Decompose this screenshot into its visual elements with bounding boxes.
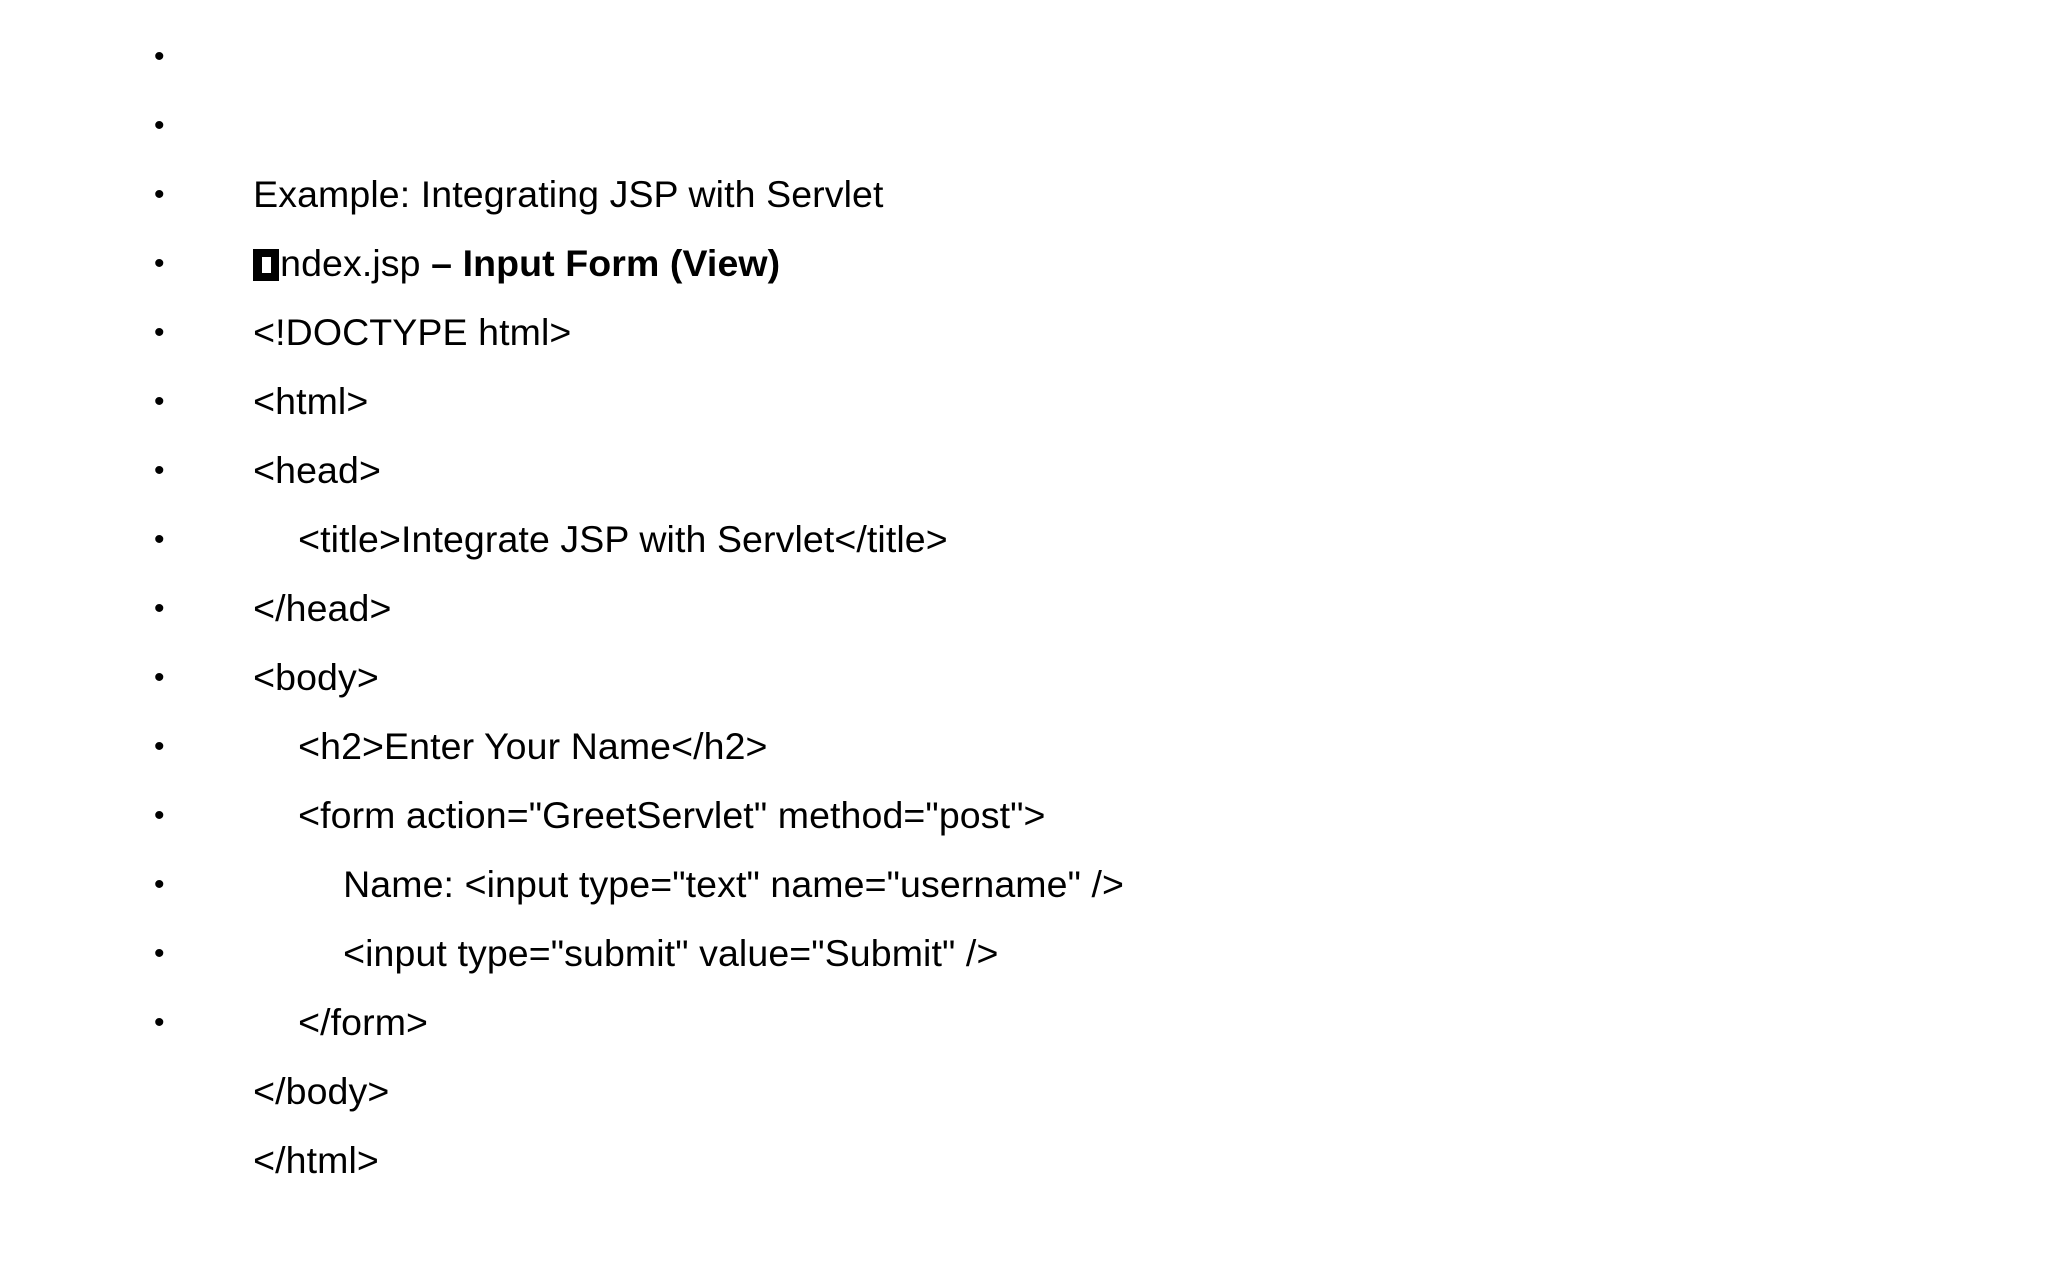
list-item: • </form> (148, 850, 1968, 1043)
bullet-point-icon: • (154, 592, 165, 625)
bullet-point-icon: • (154, 730, 165, 763)
list-item-text: <input type="submit" value="Submit" /> (343, 932, 999, 974)
bullet-point-icon: • (154, 109, 165, 142)
list-item: • ndex.jsp – Input Form (View) (148, 91, 1968, 284)
list-item-text-bold: – Input Form (View) (431, 242, 781, 284)
list-item: • <title>Integrate JSP with Servlet</tit… (148, 367, 1968, 560)
bullet-point-icon: • (154, 1006, 165, 1039)
list-item: • <!DOCTYPE html> (148, 160, 1968, 353)
list-item-text: Example: Integrating JSP with Servlet (253, 173, 884, 215)
bullet-point-icon: • (154, 661, 165, 694)
list-item: • <head> (148, 298, 1968, 491)
list-item: • </head> (148, 436, 1968, 629)
bullet-point-icon: • (154, 247, 165, 280)
list-item-text: <html> (253, 380, 369, 422)
bullet-point-icon: • (154, 316, 165, 349)
list-item: • <h2>Enter Your Name</h2> (148, 574, 1968, 767)
list-item-text: <!DOCTYPE html> (253, 311, 572, 353)
bullet-point-icon: • (154, 523, 165, 556)
bulleted-code-listing: • Example: Integrating JSP with Servlet … (148, 22, 1968, 1181)
list-item: • Example: Integrating JSP with Servlet (148, 22, 1968, 215)
list-item-text: </head> (253, 587, 392, 629)
list-item-text: Name: <input type="text" name="username"… (343, 863, 1125, 905)
bullet-point-icon: • (154, 40, 165, 73)
bullet-point-icon: • (154, 868, 165, 901)
bullet-point-icon: • (154, 385, 165, 418)
list-item-text: <title>Integrate JSP with Servlet</title… (298, 518, 948, 560)
list-item-text: <h2>Enter Your Name</h2> (298, 725, 768, 767)
bullet-point-icon: • (154, 937, 165, 970)
missing-glyph-box-icon (253, 249, 280, 281)
list-item: • <html> (148, 229, 1968, 422)
list-item-text: <body> (253, 656, 379, 698)
list-item: • <input type="submit" value="Submit" /> (148, 781, 1968, 974)
list-item: • Name: <input type="text" name="usernam… (148, 712, 1968, 905)
list-item-text: ndex.jsp – Input Form (View) (253, 229, 780, 298)
list-item: • <form action="GreetServlet" method="po… (148, 643, 1968, 836)
slide-canvas: • Example: Integrating JSP with Servlet … (148, 22, 1968, 1181)
list-item: • <body> (148, 505, 1968, 698)
list-item-text-plain: ndex.jsp (280, 242, 432, 284)
list-item-text: </html> (253, 1139, 379, 1181)
bullet-point-icon: • (154, 799, 165, 832)
bullet-point-icon: • (154, 454, 165, 487)
bullet-point-icon: • (154, 178, 165, 211)
list-item-text: </form> (298, 1001, 429, 1043)
list-item: • </body> (148, 919, 1968, 1112)
list-item: • </html> (148, 988, 1968, 1181)
list-item-text: <head> (253, 449, 381, 491)
list-item-text: <form action="GreetServlet" method="post… (298, 794, 1046, 836)
list-item-text: </body> (253, 1070, 390, 1112)
